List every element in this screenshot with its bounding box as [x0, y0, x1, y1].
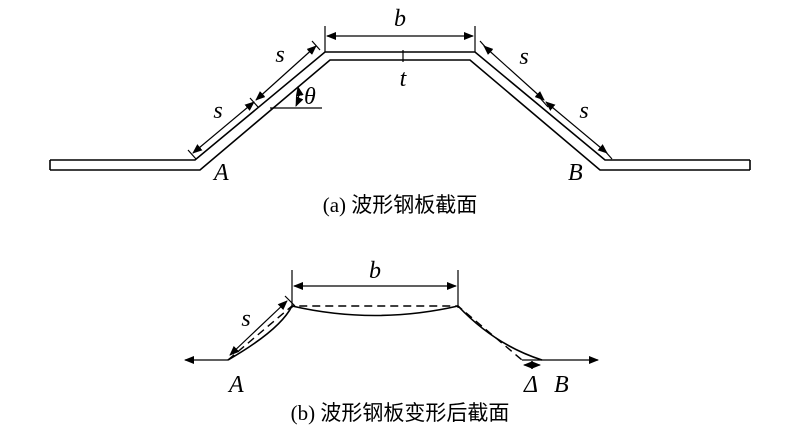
caption-b: (b) 波形钢板变形后截面: [291, 401, 510, 425]
delta-label: Δ: [523, 372, 538, 398]
plate-bottom-edge: [50, 59, 750, 171]
caption-a: (a) 波形钢板截面: [323, 193, 478, 217]
s-arrow-right-upper: [483, 45, 545, 101]
s2-arrow: [229, 300, 288, 356]
b-label: b: [394, 6, 406, 32]
deformed-shape-solid: [227, 305, 543, 361]
b2-label: b: [369, 258, 381, 284]
plate-top-edge: [50, 51, 750, 161]
point-a-label: A: [212, 160, 229, 186]
s2-tick-top: [284, 295, 296, 307]
s-tick-a: [187, 149, 197, 160]
s-label-right-upper: s: [519, 44, 528, 70]
theta-arc: [295, 86, 304, 107]
figure-a: b t s s s s θ A B (a) 波形钢板截面: [49, 6, 751, 217]
s-arrow-left-upper: [255, 45, 317, 101]
s2-label: s: [241, 306, 250, 332]
s-label-left-upper: s: [275, 42, 284, 68]
point-a2-label: A: [227, 372, 244, 398]
theta-label: θ: [304, 84, 316, 110]
t-label: t: [400, 66, 408, 92]
original-shape-dashed: [227, 305, 523, 361]
point-b-label: B: [568, 160, 583, 186]
s-arrow-right-lower: [545, 101, 608, 154]
s-label-left-lower: s: [213, 98, 222, 124]
s-label-right-lower: s: [579, 98, 588, 124]
point-b2-label: B: [554, 372, 569, 398]
s-arrow-left-lower: [192, 101, 255, 154]
figure-b: b s A Δ B (b) 波形钢板变形后截面: [184, 258, 599, 425]
